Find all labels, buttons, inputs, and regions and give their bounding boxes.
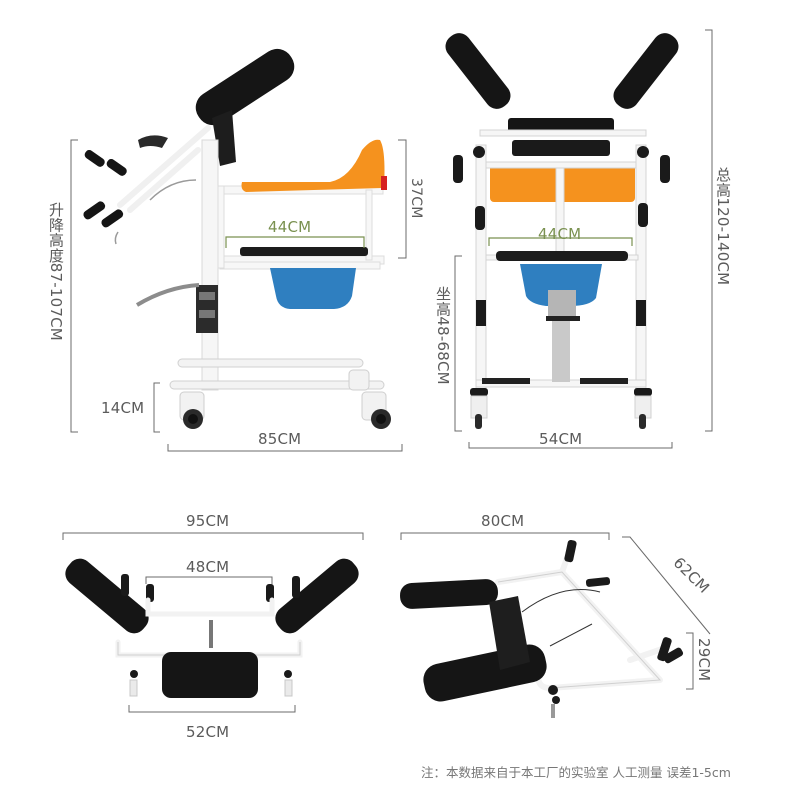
length-bracket — [167, 444, 403, 452]
backrest-pad-icon — [489, 596, 530, 670]
top-view-illustration — [62, 532, 364, 713]
bolt-icon — [551, 704, 555, 718]
orange-seat-icon — [241, 139, 385, 192]
front-seat-width-label: 44CM — [538, 225, 582, 243]
arm-pad-icon — [65, 558, 359, 634]
arm-pad-icon — [399, 579, 547, 702]
seat-cushion-icon — [240, 247, 368, 256]
inner-handle-span-label: 48CM — [186, 558, 230, 576]
front-width-label: 54CM — [539, 430, 583, 448]
caster-wheel-icon — [470, 388, 652, 429]
total-height-bracket — [705, 29, 713, 432]
folded-view: 80CM 62CM 29CM — [390, 500, 800, 740]
front-view-illustration — [445, 29, 713, 449]
handlebar-icon — [117, 125, 211, 213]
seat-cushion-icon — [496, 251, 628, 261]
brake-cable-icon — [114, 179, 197, 245]
folded-diagonal-bracket — [622, 536, 711, 635]
folded-view-illustration — [399, 532, 711, 718]
seat-width-bracket — [225, 236, 365, 248]
seat-width-bracket — [488, 237, 633, 246]
pedal-lever-icon — [135, 283, 200, 307]
side-view-illustration — [70, 48, 407, 452]
armrest-span-bracket — [62, 532, 364, 540]
footrest-icon — [482, 378, 530, 384]
base-width-label: 52CM — [186, 723, 230, 741]
seat-height-bracket — [454, 255, 462, 432]
base-width-bracket — [128, 705, 296, 713]
hydraulic-column-icon — [548, 290, 576, 320]
seat-height-label: 坐高48-68CM — [434, 286, 452, 385]
hydraulic-column-icon — [209, 620, 213, 648]
base-clearance-label: 14CM — [101, 399, 145, 417]
backrest-pad-icon — [162, 652, 258, 698]
backrest-height-bracket — [398, 139, 407, 259]
side-length-label: 85CM — [258, 430, 302, 448]
grip-icon — [548, 539, 684, 704]
front-width-bracket — [468, 442, 673, 449]
base-frame — [169, 358, 385, 390]
total-height-label: 总高120-140CM — [714, 167, 732, 286]
side-seat-width-label: 44CM — [268, 218, 312, 236]
measurement-footnote: 注：本数据来自于本工厂的实验室 人工测量 误差1-5cm — [421, 765, 731, 780]
main-column — [201, 139, 219, 391]
lift-height-bracket — [70, 139, 78, 433]
top-view: 95CM 48CM 52CM — [0, 500, 400, 760]
inner-handle-span-bracket — [145, 576, 273, 584]
backrest-height-label: 37CM — [408, 178, 424, 219]
folded-height-bracket — [686, 632, 694, 690]
lift-height-label: 升降高度87-107CM — [47, 202, 65, 341]
folded-length-bracket — [400, 532, 610, 540]
brake-cable-icon — [521, 589, 601, 647]
grip-icon — [453, 146, 670, 326]
arm-pad-icon — [445, 33, 679, 109]
front-view: 总高120-140CM 坐高48-68CM 44CM 54CM — [420, 0, 800, 460]
base-clearance-bracket — [153, 382, 160, 433]
folded-length-label: 80CM — [481, 512, 525, 530]
seat-latch-icon — [381, 176, 387, 190]
side-view: 升降高度87-107CM 37CM 44CM 14CM 85CM — [0, 0, 424, 460]
commode-bucket-icon — [270, 268, 356, 309]
grip-icon — [83, 135, 168, 228]
armrest-span-label: 95CM — [186, 512, 230, 530]
folded-height-label: 29CM — [695, 638, 713, 682]
commode-bucket-icon — [520, 264, 602, 306]
